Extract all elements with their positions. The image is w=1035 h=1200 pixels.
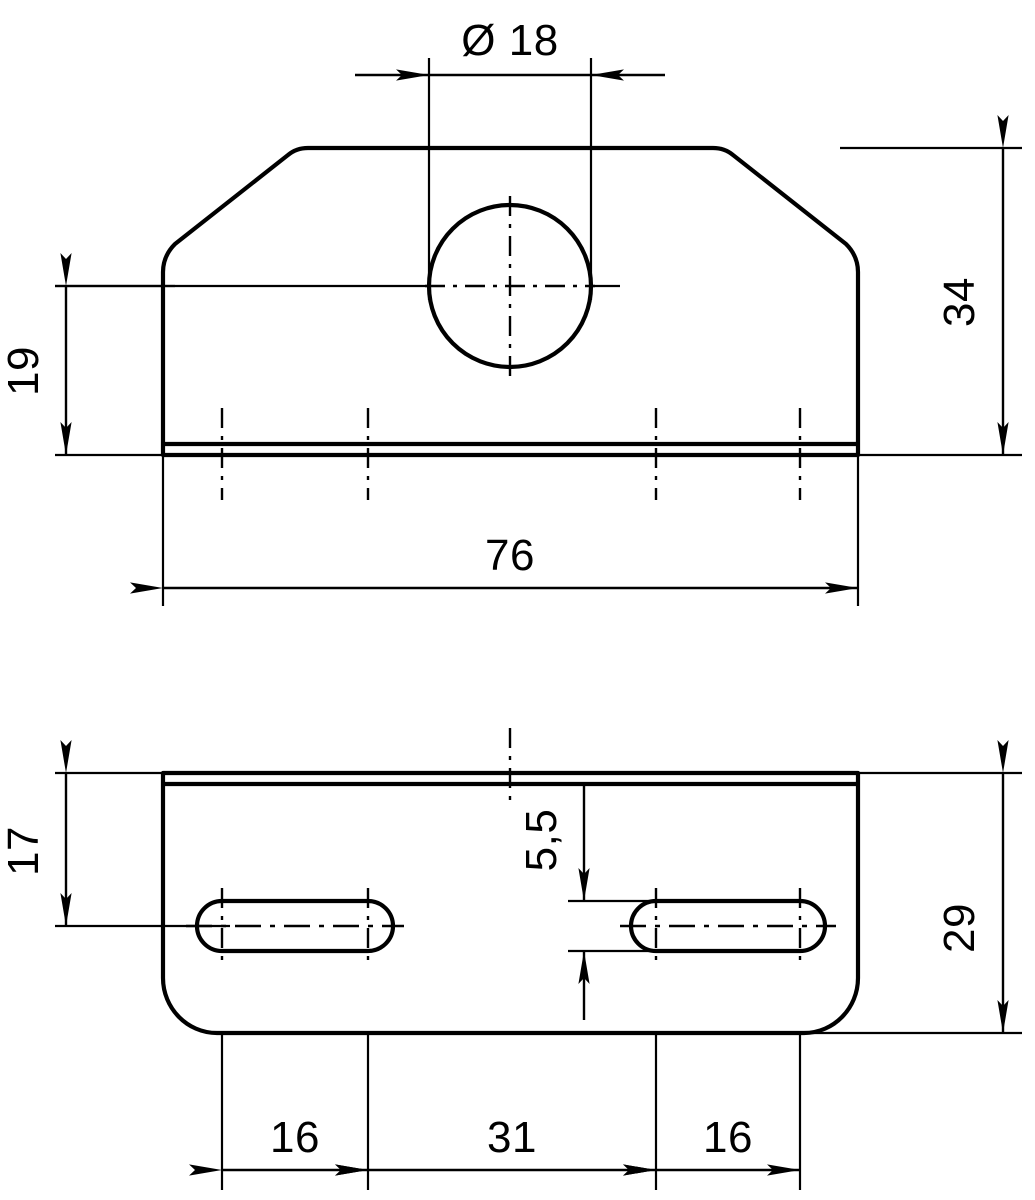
- w76-label: 76: [485, 531, 535, 580]
- dimension-height-17: 17: [0, 740, 230, 928]
- dimension-bore-diameter: Ø 18: [355, 16, 665, 300]
- h29-label: 29: [935, 903, 984, 953]
- slot-left-outline: [194, 898, 396, 954]
- dimension-height-34: 34: [840, 115, 1022, 457]
- bottom-view: [160, 728, 861, 1036]
- bore-diameter-label: Ø 18: [461, 16, 558, 65]
- pitch-31-label: 31: [487, 1113, 537, 1162]
- dimension-chain-slot-pitch: 16 31 16: [189, 1034, 802, 1190]
- h17-label: 17: [0, 826, 48, 876]
- h34-label: 34: [935, 277, 984, 327]
- front-view: [55, 145, 861, 500]
- front-view-outline: [160, 145, 861, 458]
- dimension-width-76: 76: [130, 455, 860, 606]
- pitch-16-left-label: 16: [270, 1113, 320, 1162]
- h19-label: 19: [0, 346, 48, 396]
- pitch-16-right-label: 16: [703, 1113, 753, 1162]
- slot-right-outline: [628, 898, 828, 954]
- dimension-slot-width: 5,5: [517, 784, 672, 1020]
- dimension-height-19: 19: [0, 253, 175, 457]
- dimension-height-29: 29: [790, 740, 1022, 1035]
- slot-width-label: 5,5: [517, 809, 566, 872]
